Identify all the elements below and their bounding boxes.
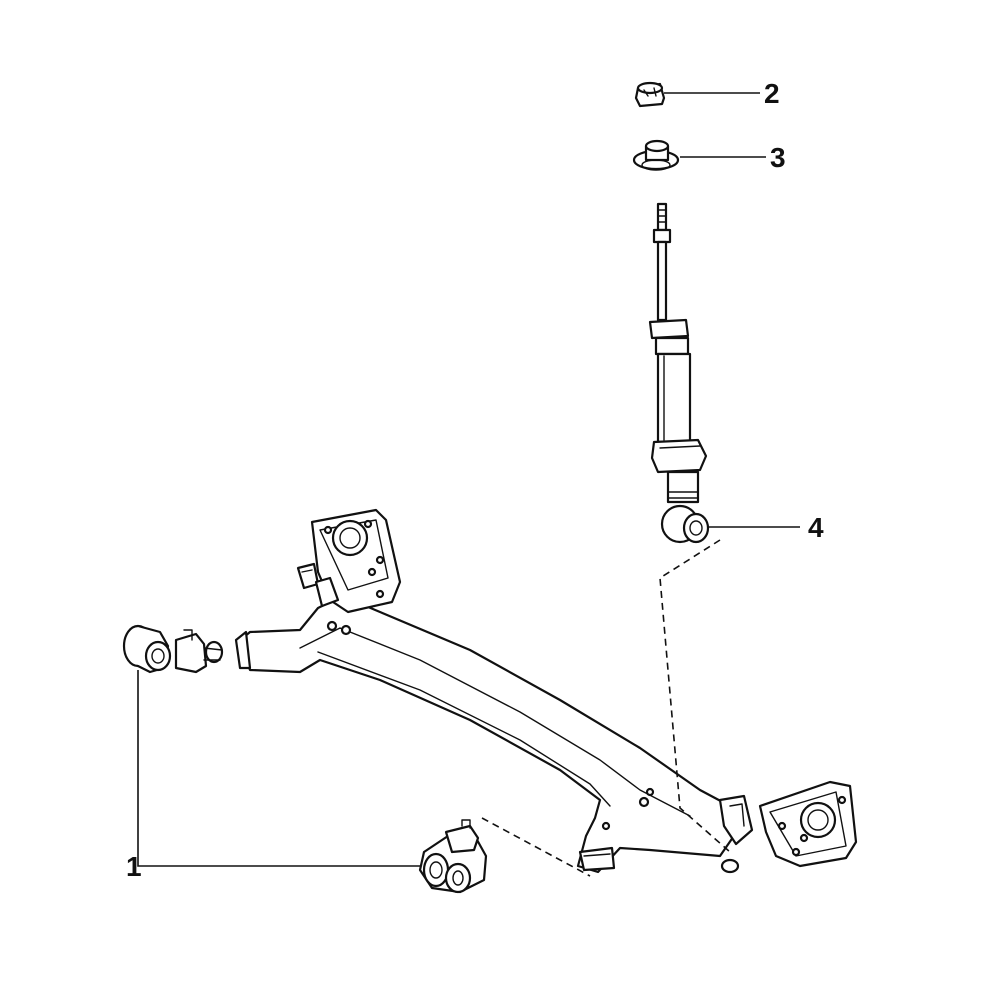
right-hub-bracket bbox=[718, 780, 858, 874]
leader-line-1 bbox=[137, 670, 420, 867]
left-hub-bracket bbox=[296, 508, 402, 614]
bushing-upper bbox=[122, 624, 224, 674]
bushing-nut bbox=[634, 81, 666, 108]
axle-beam bbox=[234, 594, 740, 874]
shock-absorber bbox=[648, 202, 710, 544]
callout-4: 4 bbox=[808, 512, 824, 543]
callout-1: 1 bbox=[126, 851, 142, 882]
mount-washer bbox=[632, 139, 680, 171]
callout-2: 2 bbox=[764, 78, 780, 109]
callout-3: 3 bbox=[770, 142, 786, 173]
dashed-guide-shock bbox=[659, 539, 731, 853]
dashed-guide-bushing bbox=[481, 817, 591, 877]
bushing-lower bbox=[418, 819, 488, 894]
